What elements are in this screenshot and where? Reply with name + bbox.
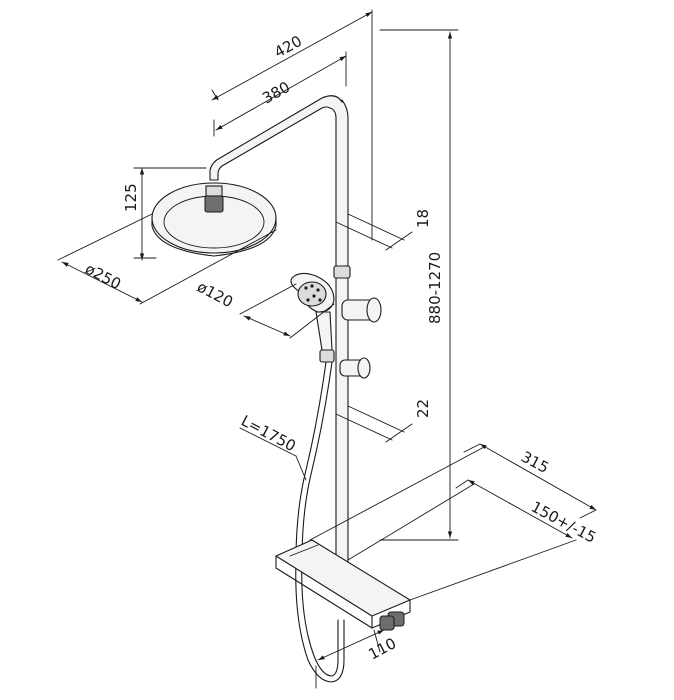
label-head-height: 125 — [122, 183, 140, 212]
dimension-lines — [57, 9, 597, 689]
hose-holder — [339, 357, 371, 379]
label-hand-shower-diameter: ø120 — [194, 278, 236, 312]
label-head-reach-inner: 380 — [259, 78, 293, 108]
label-height-range: 880-1270 — [426, 252, 444, 324]
label-shelf-depth: 110 — [365, 634, 399, 663]
label-pipe-diameter-lower: 22 — [414, 399, 432, 418]
label-head-diameter: ø250 — [82, 260, 124, 294]
label-head-reach-outer: 420 — [271, 32, 305, 62]
shower-hose — [295, 361, 345, 683]
head-shower — [151, 182, 277, 257]
slide-bracket — [341, 297, 382, 323]
label-hose-length: L=1750 — [238, 412, 299, 456]
label-wall-distance: 150+/-15 — [528, 498, 599, 547]
hand-shower — [290, 272, 335, 363]
label-pipe-diameter-upper: 18 — [414, 209, 432, 228]
label-shelf-width: 315 — [518, 448, 552, 477]
